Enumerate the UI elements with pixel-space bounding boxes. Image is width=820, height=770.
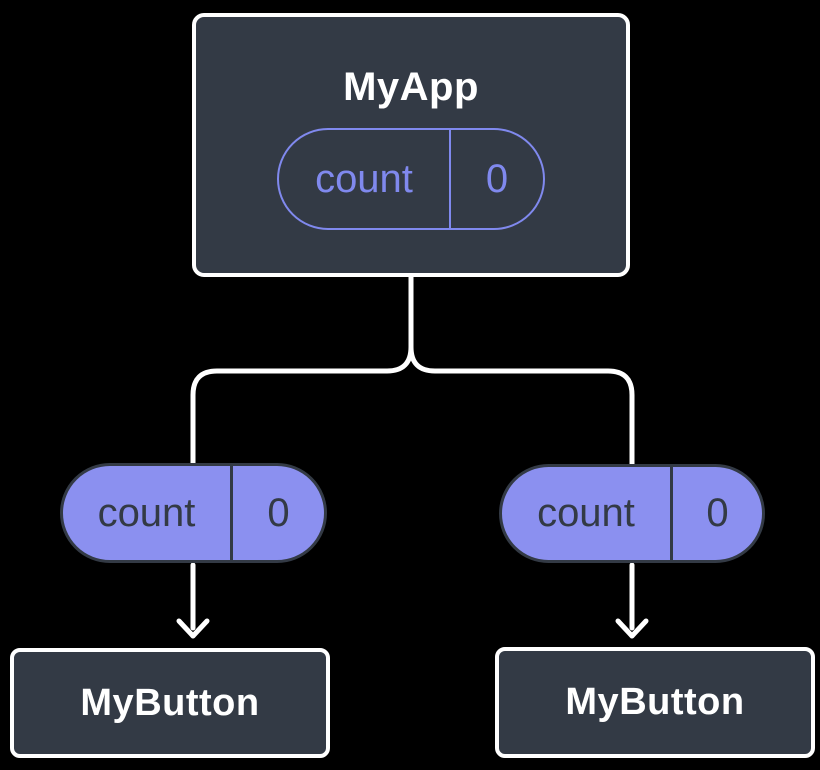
edge-root-to-right-child <box>408 274 635 469</box>
arrow-down-right-icon <box>615 618 649 639</box>
prop-pill-left-value: 0 <box>267 490 290 535</box>
state-pill-value: 0 <box>485 156 509 201</box>
arrow-down-left-icon <box>176 618 210 639</box>
prop-pill-right-name: count <box>502 467 673 560</box>
myapp-node-title: MyApp <box>343 65 479 109</box>
prop-pill-right-value: 0 <box>706 491 729 535</box>
state-pill: count 0 <box>277 128 545 230</box>
edge-root-to-left-child <box>190 274 414 469</box>
myapp-node: MyApp count 0 <box>192 13 630 277</box>
mybutton-node-left: MyButton <box>10 648 330 758</box>
prop-pill-left-name: count <box>63 466 233 560</box>
prop-pill-right: count 0 <box>499 464 765 563</box>
prop-pill-left: count 0 <box>60 463 327 563</box>
state-pill-name: count <box>279 130 451 228</box>
mybutton-node-right: MyButton <box>495 647 815 758</box>
